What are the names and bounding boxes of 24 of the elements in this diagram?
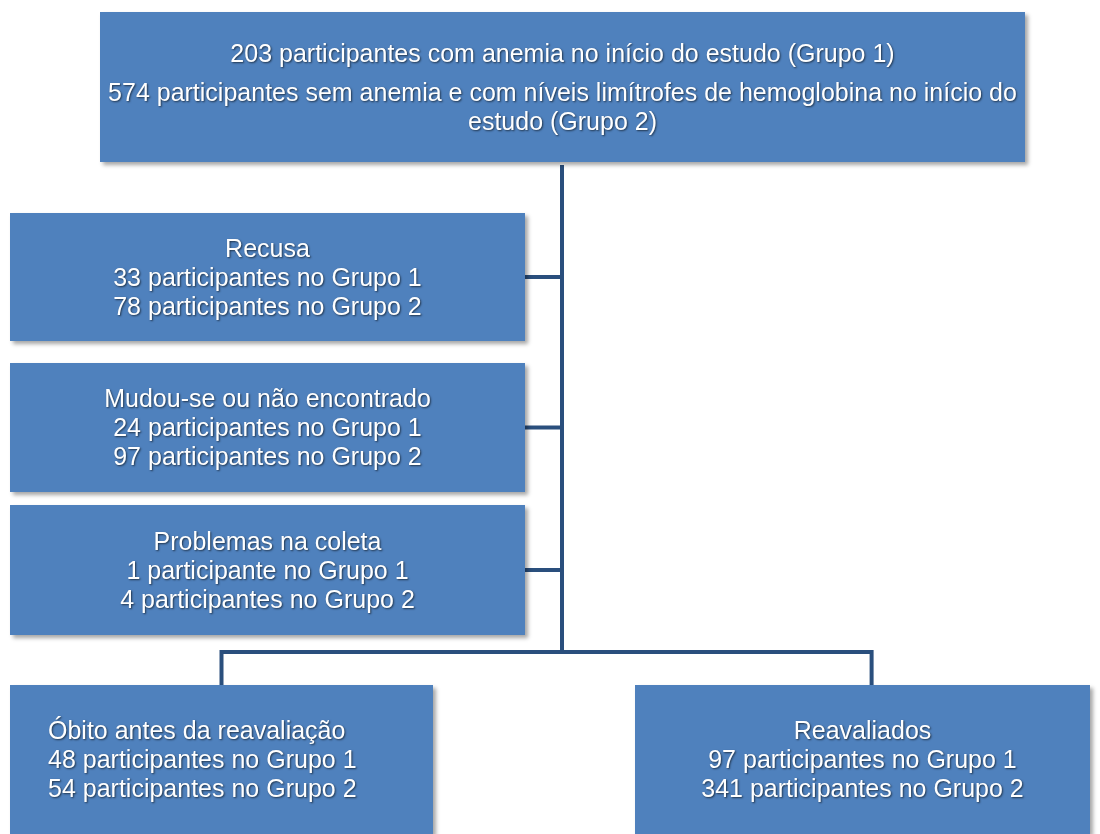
box-text: 97 participantes no Grupo 1 — [708, 745, 1017, 774]
box-text: Reavaliados — [793, 716, 932, 745]
box-text: Problemas na coleta — [153, 526, 382, 556]
process-box — [10, 685, 433, 834]
process-box — [10, 505, 525, 635]
process-box — [10, 213, 525, 341]
process-box — [635, 685, 1090, 834]
box-text: 203 participantes com anemia no início do estudo (Grupo 1) — [230, 38, 895, 68]
process-box — [100, 12, 1025, 162]
box-text: Mudou-se ou não encontrado — [104, 384, 431, 413]
box-text: 341 participantes no Grupo 2 — [701, 774, 1024, 803]
box-text: 48 participantes no Grupo 1 — [48, 745, 357, 774]
box-text: 78 participantes no Grupo 2 — [113, 291, 422, 321]
connector-line — [560, 165, 874, 685]
box-text: Recusa — [225, 233, 310, 263]
box-text: 33 participantes no Grupo 1 — [113, 262, 422, 292]
box-text: 1 participante no Grupo 1 — [126, 555, 409, 585]
box-text: 574 participantes sem anemia e com níveis limítrofes de hemoglobina no início do estudo (Grupo 2) — [108, 77, 1017, 136]
box-text: 97 participantes no Grupo 2 — [113, 442, 422, 471]
process-box — [10, 363, 525, 492]
box-text: 24 participantes no Grupo 1 — [113, 413, 422, 442]
box-text: 54 participantes no Grupo 2 — [48, 774, 357, 803]
box-text: Óbito antes da reavaliação — [48, 716, 346, 745]
box-text: 4 participantes no Grupo 2 — [120, 584, 415, 614]
